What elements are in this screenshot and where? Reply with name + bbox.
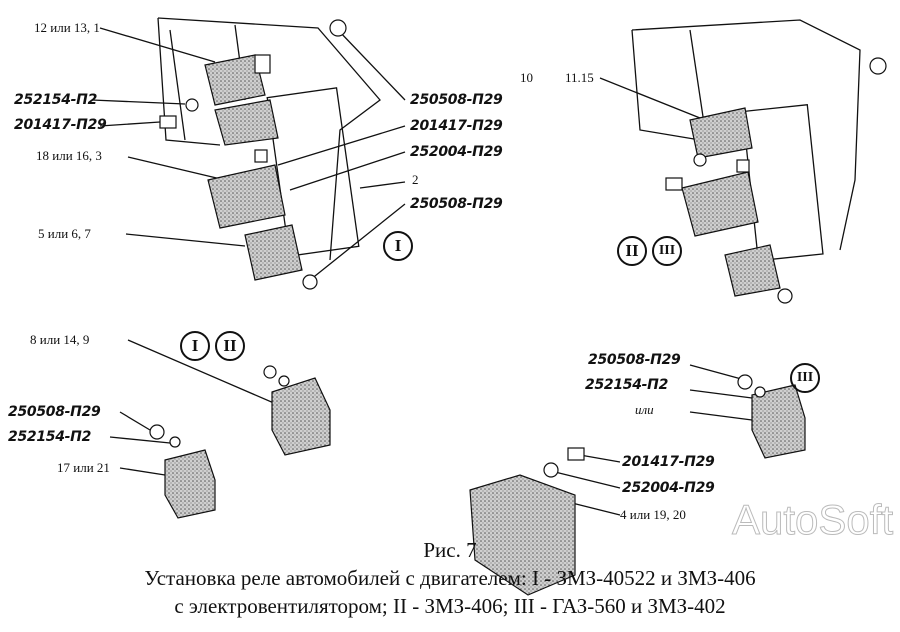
variant-marker-iii: III <box>790 363 820 393</box>
relay-21 <box>164 449 216 519</box>
part-252154-p2: 252154-П2 <box>8 429 92 445</box>
part-252154-p2: 252154-П2 <box>585 377 669 393</box>
part-201417-p29: 201417-П29 <box>622 454 715 470</box>
variant-marker-iii: III <box>652 236 682 266</box>
part-252154-p2: 252154-П2 <box>14 92 98 108</box>
relay-9 <box>271 377 331 456</box>
variant-marker-ii: II <box>215 331 245 361</box>
callout-8-14-9: 8 или 14, 9 <box>30 332 90 347</box>
relay-right-lower <box>724 244 781 297</box>
callout-2: 2 <box>412 172 419 187</box>
relay-3 <box>207 164 286 229</box>
part-201417-p29: 201417-П29 <box>14 117 107 133</box>
watermark: AutoSoft <box>731 496 894 543</box>
part-250508-p29: 250508-П29 <box>410 196 503 212</box>
body-panel-right <box>631 19 861 251</box>
leader-lines <box>91 27 246 247</box>
fasteners <box>149 19 887 478</box>
figure-number: Рис. 7 <box>423 538 477 562</box>
bracket-right <box>741 104 824 262</box>
variant-marker-i: I <box>180 331 210 361</box>
part-250508-p29: 250508-П29 <box>588 352 681 368</box>
callout-4-19-20: 4 или 19, 20 <box>620 507 686 522</box>
callout-17-21: 17 или 21 <box>57 460 110 475</box>
part-201417-p29: 201417-П29 <box>410 118 503 134</box>
leader-lines <box>109 339 291 476</box>
callout-10: 10 <box>520 70 533 85</box>
callout-11-15: 11.15 <box>565 70 594 85</box>
figure-caption-line2: с электровентилятором; II - ЗМЗ-406; III… <box>174 594 726 618</box>
callout-18-16-3: 18 или 16, 3 <box>36 148 102 163</box>
body-panel-left <box>157 17 381 261</box>
part-250508-p29: 250508-П29 <box>410 92 503 108</box>
leader-lines <box>277 29 406 281</box>
callout-5-6-7: 5 или 6, 7 <box>38 226 91 241</box>
part-252004-p29: 252004-П29 <box>622 480 715 496</box>
callout-or: или <box>635 402 654 417</box>
relay-upper <box>214 99 279 146</box>
part-250508-p29: 250508-П29 <box>8 404 101 420</box>
leader-lines <box>554 364 753 516</box>
variant-marker-ii: II <box>617 236 647 266</box>
relay-15 <box>689 107 753 159</box>
relay-7 <box>244 224 303 281</box>
relay-right-middle <box>681 171 759 237</box>
part-252004-p29: 252004-П29 <box>410 144 503 160</box>
figure-caption-line1: Установка реле автомобилей с двигателем:… <box>144 566 756 590</box>
relay-4 <box>469 474 576 596</box>
relay-1 <box>204 54 266 106</box>
leader-lines <box>599 77 706 121</box>
bracket-2 <box>266 87 360 257</box>
callout-12-13-1: 12 или 13, 1 <box>34 20 100 35</box>
variant-marker-i: I <box>383 231 413 261</box>
